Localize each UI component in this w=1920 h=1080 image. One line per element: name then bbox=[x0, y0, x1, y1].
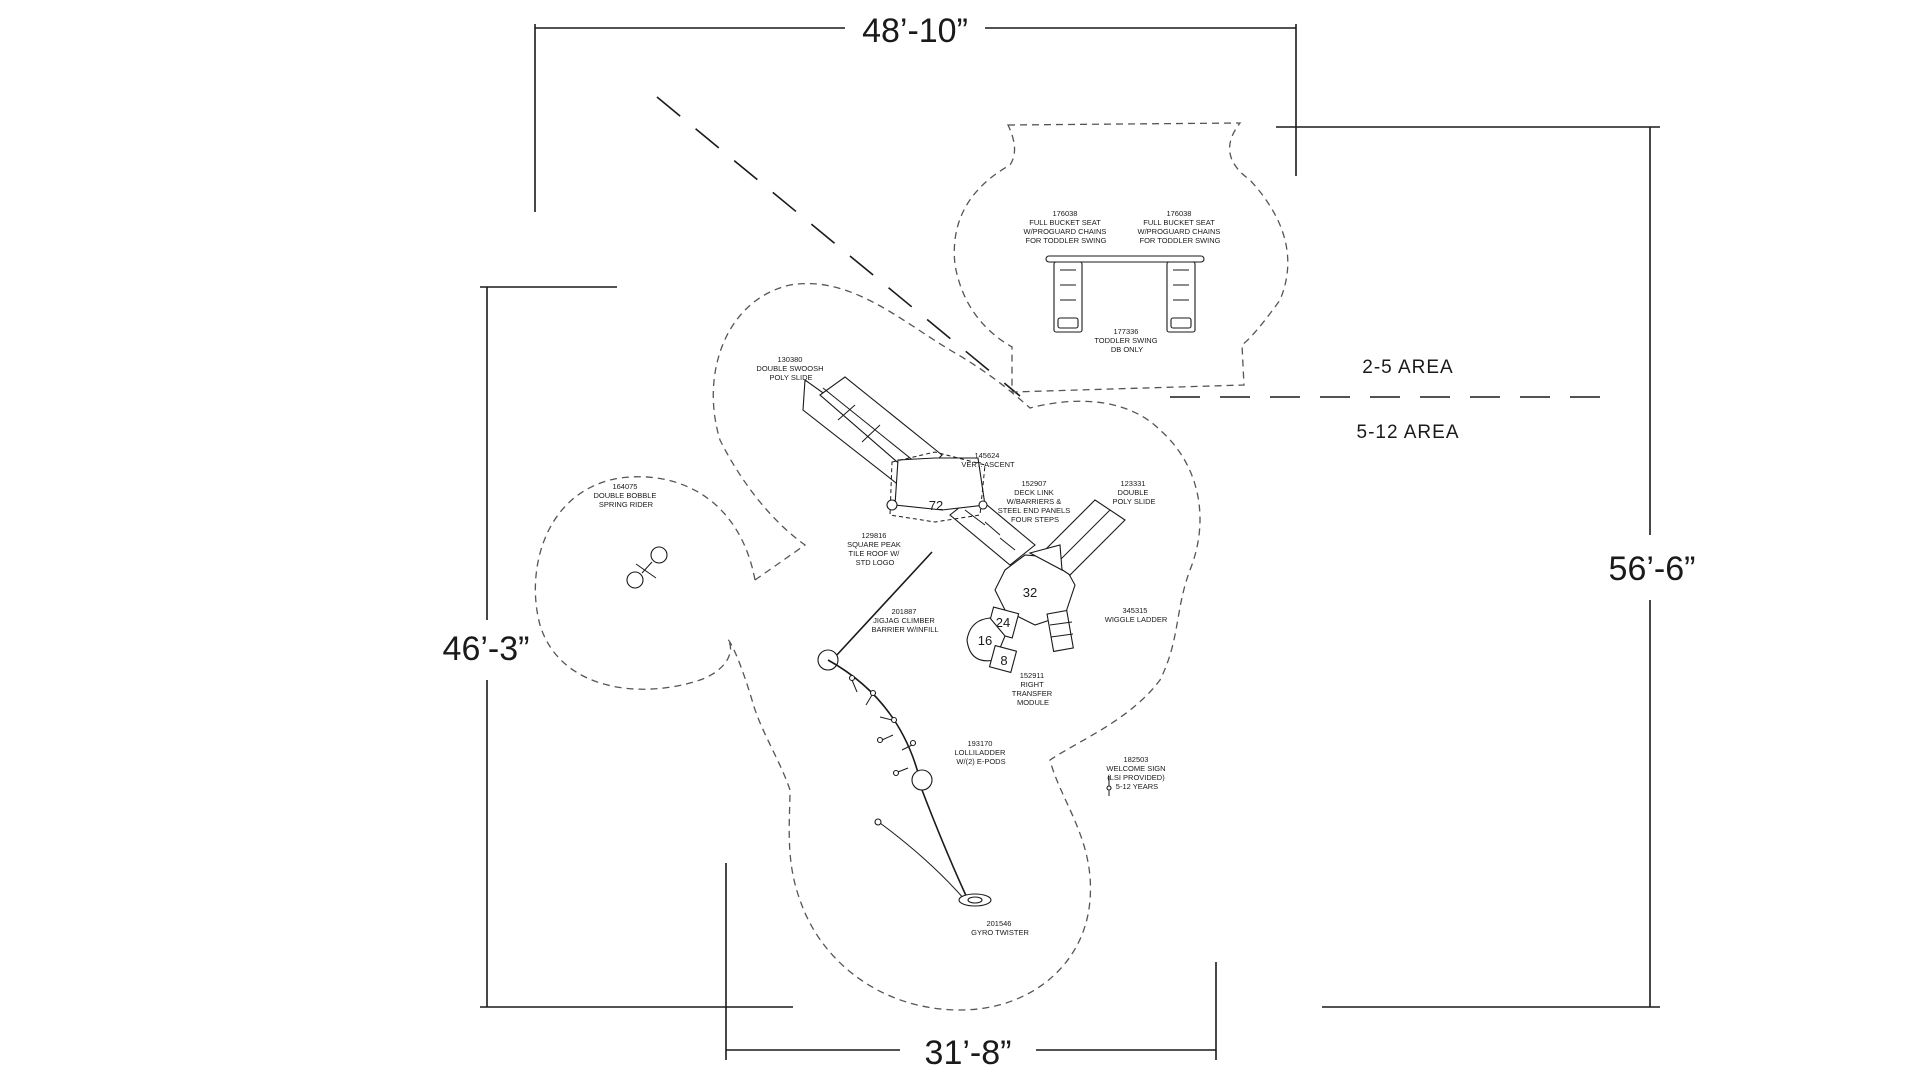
label-bucket-seat-left: 176038 FULL BUCKET SEAT W/PROGUARD CHAIN… bbox=[1023, 209, 1108, 245]
deck-height-8: 8 bbox=[1000, 653, 1007, 668]
deck-height-16: 16 bbox=[978, 633, 992, 648]
transfer-module: 24 16 8 bbox=[966, 606, 1020, 674]
label-right-transfer-module: 152911 RIGHT TRANSFER MODULE bbox=[1012, 671, 1055, 707]
double-poly-slide bbox=[1028, 499, 1126, 576]
welcome-sign bbox=[1106, 776, 1112, 796]
label-wiggle-ladder: 345315 WIGGLE LADDER bbox=[1105, 606, 1168, 624]
diagonal-area-divider bbox=[656, 96, 1021, 397]
deck-height-72: 72 bbox=[929, 498, 943, 513]
label-toddler-swing: 177336 TODDLER SWING DB ONLY bbox=[1094, 327, 1159, 354]
lolliladder bbox=[817, 649, 933, 791]
spring-rider-use-zone bbox=[534, 476, 756, 690]
label-double-swoosh-slide: 130380 DOUBLE SWOOSH POLY SLIDE bbox=[756, 355, 825, 382]
dimension-top-label: 48’-10” bbox=[862, 12, 968, 50]
area-label-2-5: 2-5 AREA bbox=[1362, 357, 1453, 378]
dimension-left-label: 46’-3” bbox=[443, 630, 530, 668]
label-square-peak-roof: 129816 SQUARE PEAK TILE ROOF W/ STD LOGO bbox=[847, 531, 903, 567]
dimension-right: 56’-6” bbox=[1276, 126, 1696, 1008]
label-double-poly-slide: 123331 DOUBLE POLY SLIDE bbox=[1112, 479, 1155, 506]
main-play-structure: 72 32 24 16 8 bbox=[802, 376, 1126, 907]
gyro-twister bbox=[874, 789, 992, 907]
deck-height-24: 24 bbox=[996, 615, 1010, 630]
main-structure-use-zone bbox=[712, 283, 1201, 1011]
label-welcome-sign: 182503 WELCOME SIGN (LSI PROVIDED) 5-12 … bbox=[1106, 755, 1167, 791]
label-vert-ascent: 145624 VERT. ASCENT bbox=[961, 451, 1015, 469]
label-lolliladder: 193170 LOLLILADDER W/(2) E-PODS bbox=[955, 739, 1008, 766]
deck-72: 72 bbox=[886, 451, 988, 523]
spring-rider bbox=[626, 546, 668, 589]
label-bucket-seat-right: 176038 FULL BUCKET SEAT W/PROGUARD CHAIN… bbox=[1137, 209, 1222, 245]
deck-height-32: 32 bbox=[1023, 585, 1037, 600]
label-spring-rider: 164075 DOUBLE BOBBLE SPRING RIDER bbox=[593, 482, 658, 509]
wiggle-ladder bbox=[1046, 609, 1074, 653]
dimension-right-label: 56’-6” bbox=[1609, 550, 1696, 588]
toddler-swing bbox=[1045, 255, 1205, 333]
dimension-left: 46’-3” bbox=[443, 286, 793, 1008]
dimension-top: 48’-10” bbox=[534, 12, 1297, 212]
label-jigjag-climber: 201887 JIGJAG CLIMBER BARRIER W/INFILL bbox=[871, 607, 938, 634]
dimension-bottom-label: 31’-8” bbox=[925, 1034, 1012, 1072]
jigjag-climber bbox=[834, 551, 933, 658]
area-label-5-12: 5-12 AREA bbox=[1357, 422, 1460, 443]
label-deck-link: 152907 DECK LINK W/BARRIERS & STEEL END … bbox=[998, 479, 1073, 524]
label-gyro-twister: 201546 GYRO TWISTER bbox=[971, 919, 1029, 937]
dimension-bottom: 31’-8” bbox=[725, 863, 1217, 1072]
